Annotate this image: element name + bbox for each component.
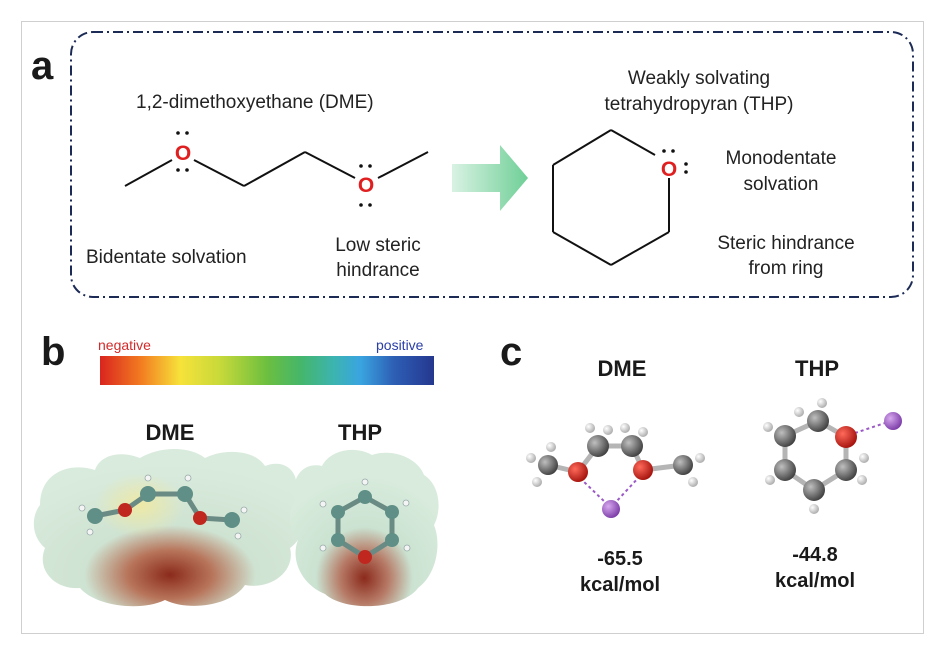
svg-text:O: O <box>358 174 374 197</box>
figure-frame <box>21 21 924 634</box>
bidentate-label: Bidentate solvation <box>86 247 247 268</box>
steric-ring-line2: from ring <box>748 258 824 279</box>
transition-arrow <box>452 145 528 211</box>
panel-b-dme-label: DME <box>145 420 195 445</box>
panel-c-letter: c <box>500 330 523 374</box>
low-steric-line2: hindrance <box>336 260 420 281</box>
thp-energy-unit: kcal/mol <box>774 570 856 592</box>
scale-positive-label: positive <box>376 337 424 353</box>
panel-c-thp-label: THP <box>795 356 839 381</box>
thp-li-coordination <box>854 421 889 434</box>
thp-atoms-b <box>319 478 411 564</box>
thp-skeletal-structure <box>552 129 670 266</box>
dme-binding-energy: -65.5 <box>597 548 643 570</box>
dme-skeletal-structure <box>124 151 429 187</box>
thp-title-line2: tetrahydropyran (THP) <box>604 94 794 115</box>
svg-text:O: O <box>175 142 191 165</box>
thp-binding-energy: -44.8 <box>792 544 838 566</box>
monodentate-line2: solvation <box>743 174 819 195</box>
thp-title-line1: Weakly solvating <box>627 68 771 89</box>
thp-atoms-c <box>763 398 902 514</box>
dme-title: 1,2-dimethoxyethane (DME) <box>136 92 374 113</box>
dme-li-coordination <box>579 475 641 506</box>
dme-energy-unit: kcal/mol <box>579 574 661 596</box>
panel-c-dme-label: DME <box>597 356 647 381</box>
dme-oxygen-2: O <box>358 164 374 207</box>
scale-negative-label: negative <box>98 337 151 353</box>
dme-molecule-c <box>545 443 686 475</box>
panel-a-letter: a <box>31 44 54 88</box>
panel-a-border <box>70 31 914 298</box>
monodentate-line1: Monodentate <box>725 148 837 169</box>
thp-esp-surface <box>290 449 439 607</box>
thp-oxygen: O <box>661 149 688 181</box>
dme-oxygen-1: O <box>175 131 191 172</box>
svg-text:O: O <box>661 158 677 181</box>
low-steric-line1: Low steric <box>335 235 421 256</box>
dme-atoms-b <box>78 474 248 540</box>
dme-atoms-c <box>526 423 705 518</box>
panel-b-thp-label: THP <box>338 420 382 445</box>
electrostatic-color-scale <box>100 356 434 385</box>
panel-b-letter: b <box>41 330 66 374</box>
steric-ring-line1: Steric hindrance <box>717 233 855 254</box>
